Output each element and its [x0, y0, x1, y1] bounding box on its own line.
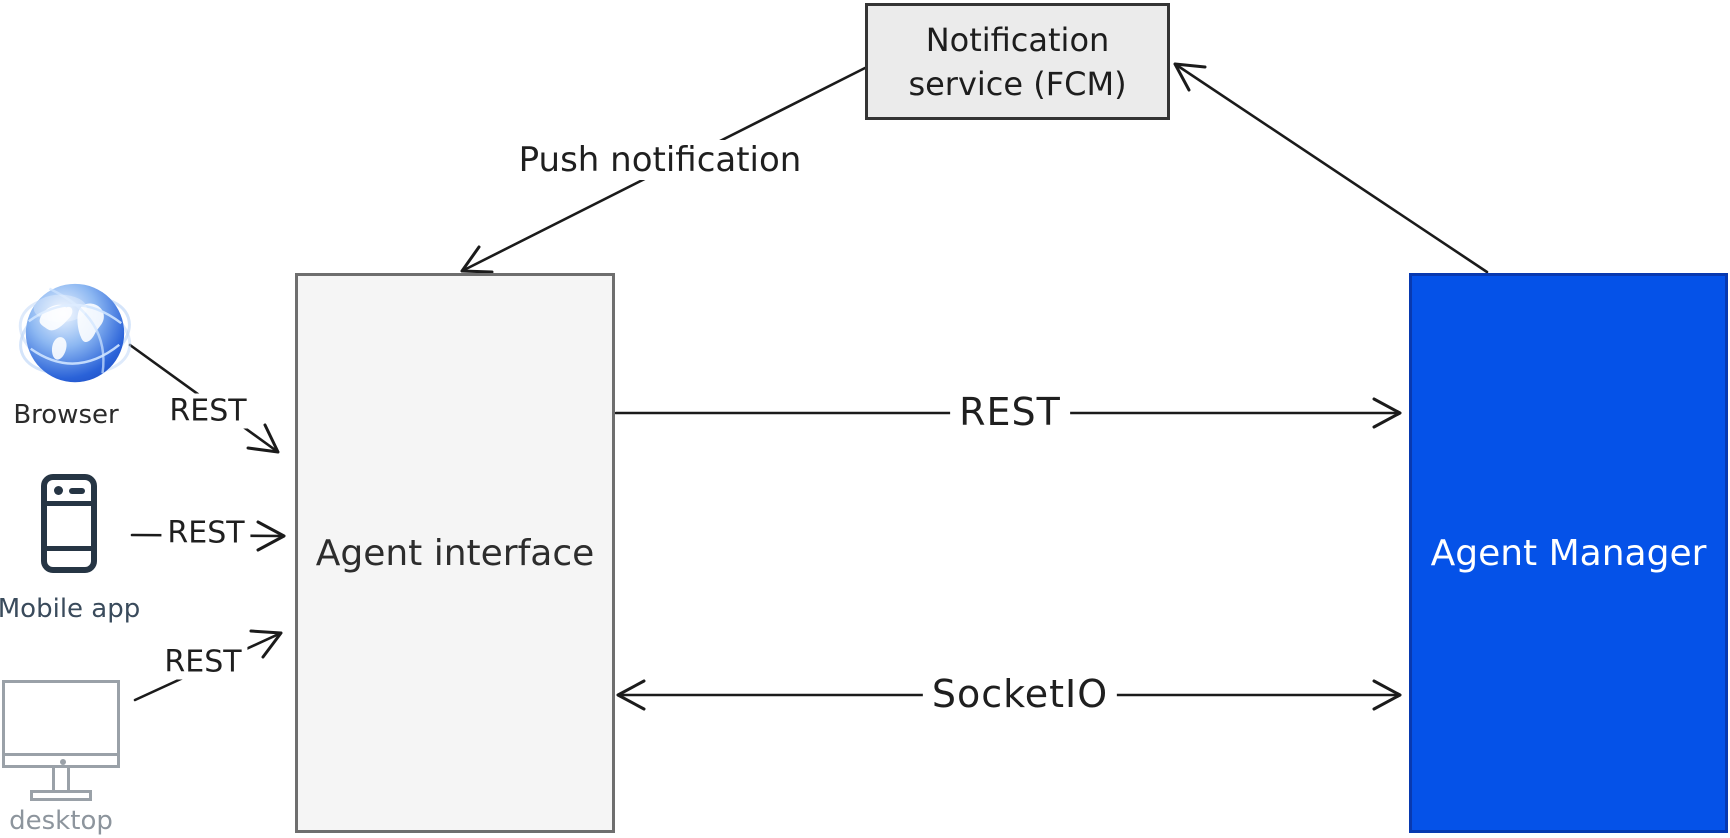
arrowhead-rest-mobile [256, 520, 286, 552]
edge-label-push-notification: Push notification [509, 140, 811, 180]
desktop-caption: desktop [9, 806, 113, 836]
monitor-power-dot [60, 759, 66, 765]
monitor-stand [52, 768, 70, 790]
edge-label-socketio: SocketIO [922, 672, 1118, 716]
edge-label-rest-desktop: REST [158, 644, 248, 680]
phone-speaker-bar [69, 488, 85, 494]
node-notification-service: Notification service (FCM) [865, 3, 1170, 120]
monitor-bottom-bar [2, 753, 120, 768]
notification-service-label-line1: Notification [925, 20, 1110, 59]
notification-service-label-line2: service (FCM) [908, 64, 1127, 103]
arrowhead-rest-browser [246, 423, 280, 454]
edge-label-rest-mobile: REST [161, 515, 251, 551]
phone-camera-dot [54, 486, 63, 495]
arrowhead-rest-desktop [249, 629, 283, 659]
arrowhead-manager-to-fcm [1173, 62, 1207, 92]
node-agent-interface: Agent interface [295, 273, 615, 833]
agent-manager-label: Agent Manager [1430, 532, 1707, 574]
arrowhead-push-notification [460, 245, 494, 274]
monitor-icon [2, 680, 120, 756]
monitor-base [30, 790, 92, 801]
smartphone-icon [41, 474, 97, 573]
arrowhead-socketio-left [616, 679, 646, 711]
node-agent-manager: Agent Manager [1409, 273, 1728, 833]
edge-manager-to-fcm-line [1173, 62, 1489, 274]
agent-interface-label: Agent interface [315, 532, 595, 574]
edge-label-rest-browser: REST [163, 393, 253, 429]
globe-icon [18, 283, 132, 383]
browser-caption: Browser [13, 400, 119, 430]
arrowhead-rest-main [1372, 397, 1402, 429]
phone-bottom-divider [47, 546, 91, 551]
mobile-caption: Mobile app [0, 594, 141, 624]
edge-label-rest-main: REST [950, 390, 1070, 434]
phone-top-divider [47, 501, 91, 506]
arrowhead-socketio-right [1372, 679, 1402, 711]
